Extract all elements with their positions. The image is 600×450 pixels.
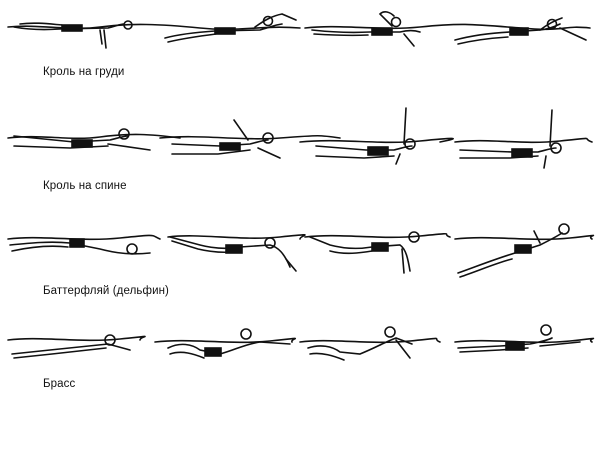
water-line (454, 234, 595, 241)
water-line (7, 335, 146, 342)
swimmer-figure (309, 231, 420, 274)
swimmer-figure (315, 107, 416, 165)
water-line (167, 234, 306, 240)
swimmer-figure (9, 238, 151, 255)
swimmer-figure (457, 324, 581, 353)
backstroke-figures (7, 107, 593, 169)
stroke-label: Брасс (43, 378, 76, 390)
water-line (454, 137, 593, 144)
water-line (454, 337, 595, 344)
water-line (7, 23, 301, 31)
swimmer-figure (167, 328, 291, 359)
swimmer-figure (454, 17, 587, 45)
stroke-row-butterfly: Баттерфляй (дельфин) (0, 215, 600, 315)
swimmer-figure (459, 109, 562, 169)
swimmer-figure (11, 334, 131, 359)
swimmer-figure (307, 326, 413, 361)
water-line (304, 232, 451, 239)
swimmer-figure (311, 11, 421, 47)
stroke-label: Кроль на груди (43, 66, 125, 78)
swimmer-figure (13, 20, 133, 49)
water-line (154, 337, 296, 344)
breaststroke-figures (7, 324, 595, 361)
stroke-label: Кроль на спине (43, 180, 127, 192)
stroke-label: Баттерфляй (дельфин) (43, 285, 169, 297)
front-crawl-figures (7, 11, 591, 49)
water-line (299, 337, 441, 344)
stroke-row-backstroke: Кроль на спине (0, 100, 600, 200)
swimmer-figure (164, 13, 297, 43)
swimmer-figure (171, 119, 281, 159)
stroke-row-breaststroke: Брасс (0, 320, 600, 430)
water-line (159, 134, 341, 140)
water-line (7, 234, 161, 241)
swimmer-figure (169, 236, 297, 272)
stroke-row-front-crawl: Кроль на груди (0, 0, 600, 100)
butterfly-figures (7, 223, 595, 278)
water-line (7, 133, 181, 140)
swimmer-figure (13, 128, 151, 151)
water-line (299, 137, 454, 144)
swimmer-figure (457, 223, 570, 278)
